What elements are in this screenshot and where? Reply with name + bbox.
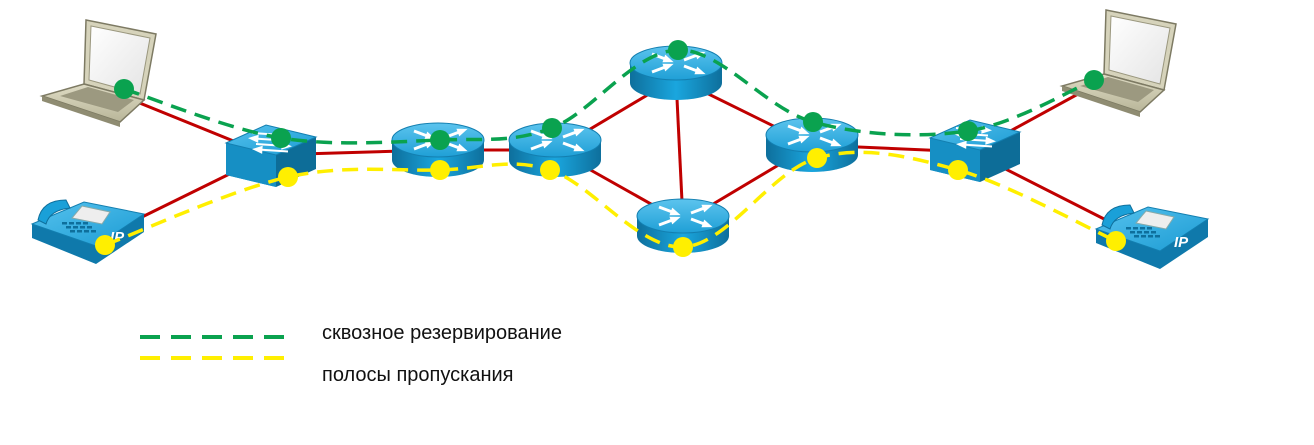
- router-2-router-icon: [508, 122, 602, 177]
- link-router-top-router-bottom: [674, 77, 685, 223]
- legend-label-reservation: сквозное резервирование: [322, 322, 562, 344]
- green-path-dot: [1084, 70, 1104, 90]
- green-path-dot: [430, 130, 450, 150]
- green-path-dot: [958, 121, 978, 141]
- green-path-dot: [803, 112, 823, 132]
- devices-layer: IP IP: [30, 9, 1210, 269]
- green-path-dot: [542, 118, 562, 138]
- green-path: [123, 48, 1095, 145]
- yellow-path-dot: [948, 160, 968, 180]
- green-path-dot: [668, 40, 688, 60]
- yellow-path-dot: [95, 235, 115, 255]
- green-path-dot: [271, 128, 291, 148]
- laptop-left-laptop-icon: [39, 19, 157, 127]
- legend-label-bandwidth: полосы пропускания: [322, 364, 514, 386]
- legend-lines: [140, 335, 292, 360]
- ipphone-right-ip-label: IP: [1174, 234, 1189, 251]
- yellow-path-dot: [430, 160, 450, 180]
- yellow-path-dot: [278, 167, 298, 187]
- yellow-path-dot: [540, 160, 560, 180]
- path-dots-layer: [95, 40, 1126, 257]
- router-bottom-router-icon: [636, 198, 730, 253]
- switch-left-switch-icon: [224, 124, 318, 187]
- yellow-path-dot: [807, 148, 827, 168]
- ipphone-left-ip-phone-icon: IP: [30, 199, 146, 264]
- laptop-right-laptop-icon: [1059, 9, 1177, 117]
- yellow-path-dot: [673, 237, 693, 257]
- yellow-path-dot: [1106, 231, 1126, 251]
- green-path-dot: [114, 79, 134, 99]
- ipphone-right-ip-phone-icon: IP: [1094, 204, 1210, 269]
